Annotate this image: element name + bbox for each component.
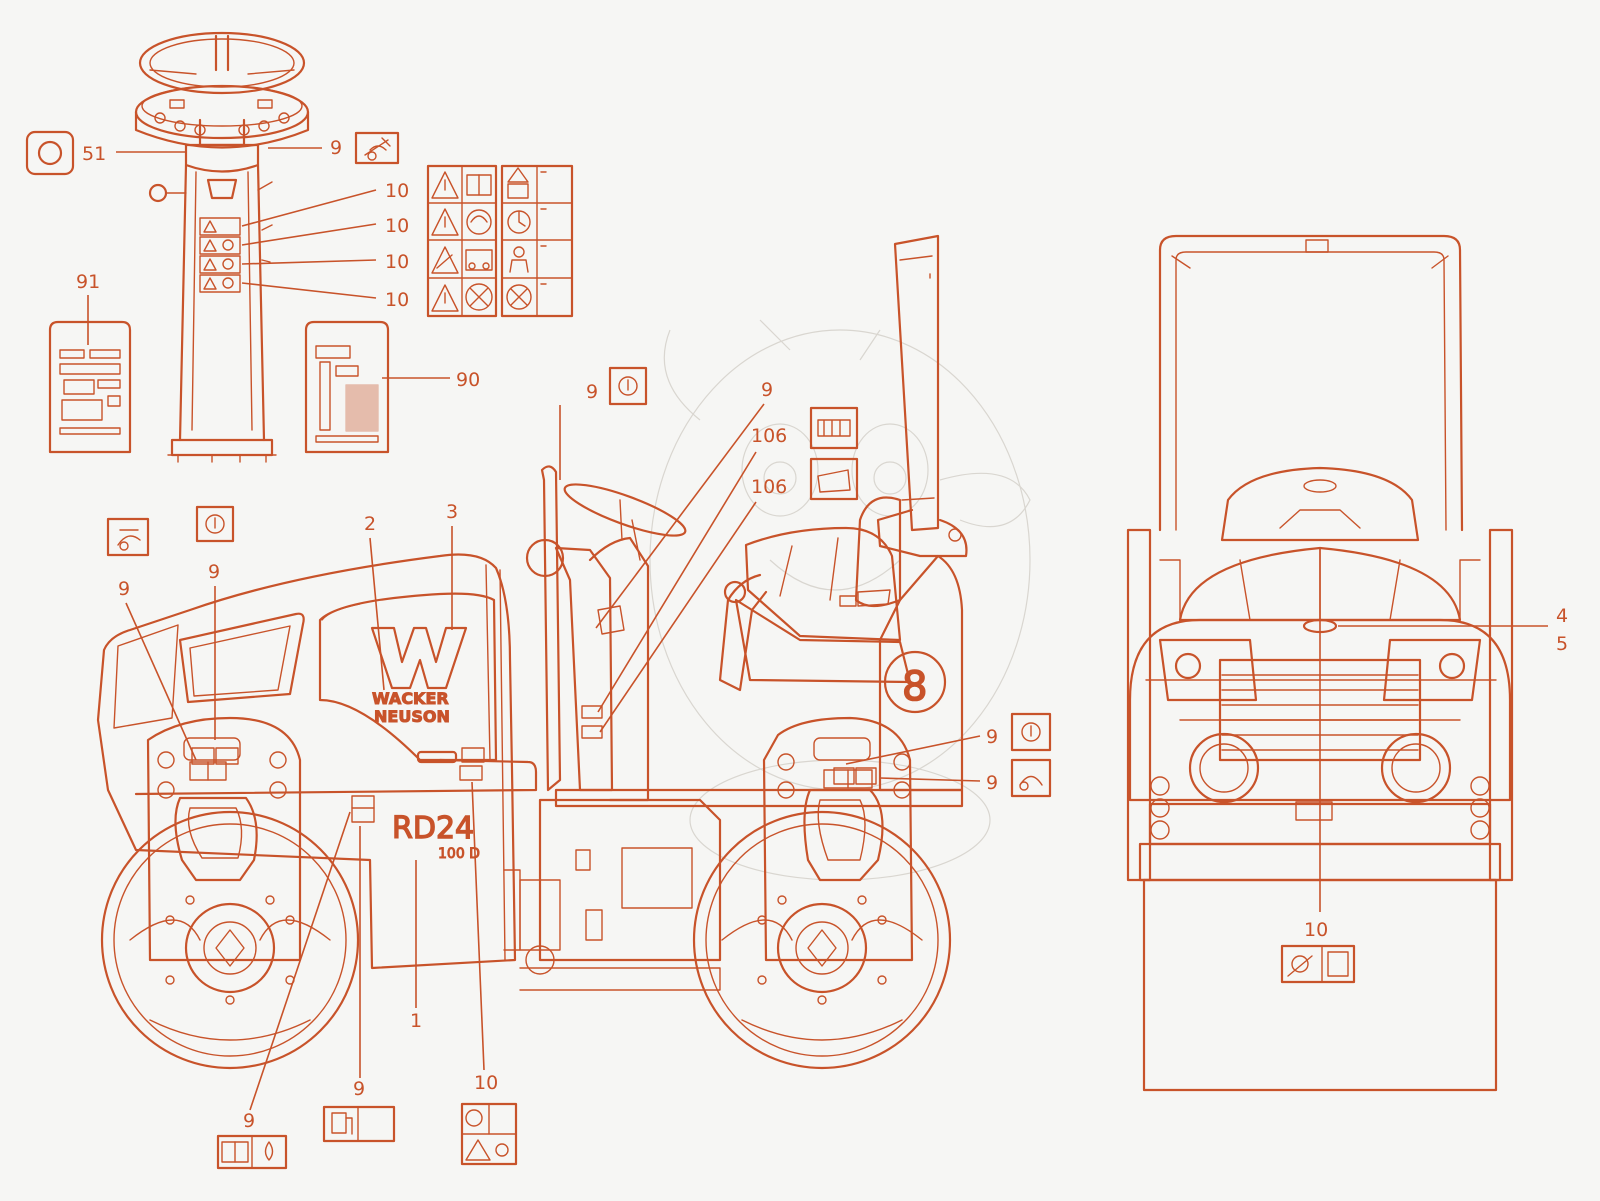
callout-10-d-label: 10 [385, 289, 409, 311]
decal-90: 90 [304, 320, 480, 454]
callout-4-label: 4 [1556, 605, 1568, 627]
callout-10-bot-label: 10 [474, 1072, 498, 1094]
warning-sticker-set-a [426, 164, 498, 318]
model-sub-text: 100 D [438, 846, 480, 862]
badge-number: 8 [902, 664, 927, 710]
bottom-detail-icons [216, 1102, 518, 1170]
tie-down-icon [1010, 758, 1052, 798]
roller-front-view [1126, 234, 1514, 1092]
steering-column-detail [134, 31, 310, 463]
callout-2-label: 2 [364, 513, 376, 535]
callout-10-c-label: 10 [385, 251, 409, 273]
callout-10-front-label: 10 [1304, 919, 1328, 941]
callout-9-r2-label: 9 [986, 772, 998, 794]
rollover-icon [106, 517, 150, 557]
front-view-callouts: 4 5 10 [1304, 548, 1568, 941]
side-view-icons [106, 366, 1052, 798]
callout-10-a-label: 10 [385, 180, 409, 202]
side-view-callouts: 9 9 106 106 2 3 9 9 9 9 1 9 9 10 [118, 379, 998, 1132]
no-riding-icon [465, 283, 493, 311]
callout-106-a-label: 106 [751, 425, 787, 447]
callout-10-b-label: 10 [385, 215, 409, 237]
fuel-pump-icon [331, 1112, 347, 1134]
callout-9-l1-label: 9 [118, 578, 130, 600]
callout-90-label: 90 [456, 369, 480, 391]
callout-91-label: 91 [76, 271, 100, 293]
callout-10-group: 10 10 10 10 [241, 180, 409, 311]
callout-9-b2-label: 9 [243, 1110, 255, 1132]
logo-line1: WACKER [372, 689, 449, 708]
hood-handle [416, 750, 458, 764]
callout-106-b-label: 106 [751, 476, 787, 498]
crush-hazard-icon [465, 249, 493, 271]
lift-point-icon [195, 505, 235, 543]
seatbelt-icon [513, 246, 525, 258]
callout-9-l2-label: 9 [208, 561, 220, 583]
logo-line2: NEUSON [374, 707, 450, 726]
roller-side-view: WACKER NEUSON RD24 100 D [96, 234, 968, 1070]
callout-9-diag-label: 9 [761, 379, 773, 401]
callout-9-panel-label: 9 [330, 137, 342, 159]
callout-9-b1-label: 9 [353, 1078, 365, 1100]
ear-protection-icon [466, 209, 492, 235]
callout-3-label: 3 [446, 501, 458, 523]
oil-drop-icon [264, 1141, 274, 1161]
warning-sticker-set-b [500, 164, 574, 318]
callout-51: 51 [25, 130, 186, 176]
callout-9-r1-label: 9 [986, 726, 998, 748]
model-main-text: RD24 [392, 811, 474, 846]
callout-51-label: 51 [82, 143, 106, 165]
key-switch-icon [354, 131, 400, 165]
decal-91: 91 [48, 271, 132, 454]
callout-9-panel: 9 [268, 131, 400, 165]
brand-logo: WACKER NEUSON [370, 626, 468, 727]
callout-5-label: 5 [1556, 633, 1568, 655]
callout-1-label: 1 [410, 1010, 422, 1032]
number-badge [883, 650, 947, 714]
callout-9-steer-label: 9 [586, 381, 598, 403]
fuel-icon [351, 795, 375, 823]
